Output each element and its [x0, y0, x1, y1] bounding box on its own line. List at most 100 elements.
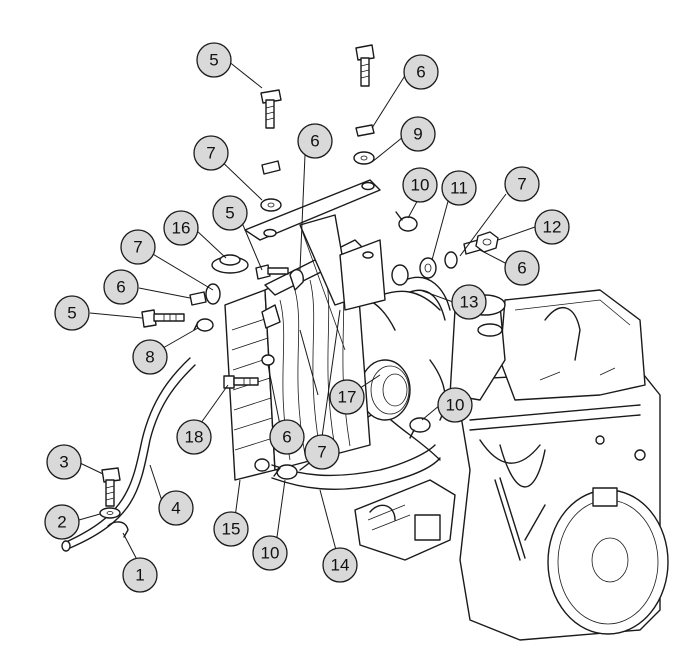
bolt-middle [255, 264, 304, 291]
callout-6-left: 6 [103, 269, 139, 305]
callout-circle [132, 339, 168, 375]
callout-7-bottom: 7 [304, 434, 340, 470]
callout-circle [534, 209, 570, 245]
callout-circle [322, 547, 358, 583]
callout-number: 4 [171, 499, 180, 518]
radiator-bracket [244, 179, 386, 351]
callout-circle [212, 195, 248, 231]
callout-number: 5 [67, 304, 76, 323]
callout-5-left: 5 [54, 295, 90, 331]
callout-number: 13 [460, 293, 479, 312]
washer-2 [99, 507, 121, 519]
callout-number: 11 [450, 179, 468, 198]
callout-10-right: 10 [437, 387, 473, 423]
callout-16: 16 [163, 210, 199, 246]
callout-circle [176, 419, 212, 455]
callout-circle [120, 229, 156, 265]
callout-circle [163, 210, 199, 246]
callout-number: 10 [261, 544, 280, 563]
callout-5-top: 5 [196, 42, 232, 78]
callout-6-right: 6 [504, 250, 540, 286]
callout-number: 17 [338, 388, 357, 407]
callout-circle [504, 250, 540, 286]
callout-6-top-right: 6 [403, 54, 439, 90]
callout-number: 16 [172, 219, 191, 238]
callout-number: 5 [225, 204, 234, 223]
callout-circle [158, 490, 194, 526]
flat-washer-left [205, 283, 221, 305]
lock-washer-top-left [261, 160, 281, 175]
clip-1 [107, 521, 129, 538]
callout-number: 7 [517, 175, 526, 194]
callout-number: 3 [59, 453, 68, 472]
bolt-3 [101, 467, 121, 507]
callout-number: 1 [135, 566, 144, 585]
callout-17: 17 [329, 379, 365, 415]
starter-motor [354, 479, 456, 561]
callout-circle [403, 54, 439, 90]
bolt-top-right [355, 44, 375, 87]
upper-radiator-hose [391, 264, 451, 321]
bolt-left [141, 309, 185, 328]
callout-6-top-center: 6 [297, 123, 333, 159]
callout-7-top: 7 [193, 135, 229, 171]
callout-15: 15 [213, 511, 249, 547]
callout-number: 18 [185, 428, 204, 447]
callout-number: 8 [145, 348, 154, 367]
callout-number: 15 [222, 520, 241, 539]
bolt-18 [223, 375, 259, 389]
hose-clamp-right [409, 417, 431, 439]
callout-circle [400, 116, 436, 152]
callout-number: 6 [310, 132, 319, 151]
callout-1: 1 [122, 557, 158, 593]
callout-5-middle: 5 [212, 195, 248, 231]
callout-circle [504, 166, 540, 202]
spacer-11 [419, 257, 437, 279]
callout-number: 6 [116, 278, 125, 297]
engine-block [449, 289, 669, 641]
lock-washer-left [189, 291, 207, 306]
washer-7-right [444, 251, 458, 269]
hose-clamp-upper [395, 211, 418, 232]
leader-lines [78, 60, 536, 576]
callout-circle [196, 42, 232, 78]
callout-number: 7 [133, 238, 142, 257]
callout-3: 3 [46, 444, 82, 480]
callout-number: 6 [416, 63, 425, 82]
callout-circle [193, 135, 229, 171]
callout-10-bottom: 10 [252, 535, 288, 571]
hose-clamp-8 [193, 318, 214, 332]
callout-circle [103, 269, 139, 305]
callout-number: 14 [331, 556, 350, 575]
callout-circle [122, 557, 158, 593]
callout-7-right: 7 [504, 166, 540, 202]
callout-10-top: 10 [402, 167, 438, 203]
callout-number: 7 [317, 443, 326, 462]
callout-9: 9 [400, 116, 436, 152]
water-pump-pulley [359, 359, 411, 421]
flat-washer-top-right [353, 151, 375, 165]
callout-circle [304, 434, 340, 470]
callouts: 1 2 3 4 5 5 5 6 6 6 6 6 7 7 7 7 8 9 10 1… [44, 42, 570, 593]
callout-circle [451, 284, 487, 320]
callout-number: 9 [413, 125, 422, 144]
callout-number: 12 [543, 218, 562, 237]
callout-number: 2 [57, 513, 66, 532]
callout-number: 5 [209, 51, 218, 70]
callout-18: 18 [176, 419, 212, 455]
callout-circle [402, 167, 438, 203]
callout-2: 2 [44, 504, 80, 540]
callout-number: 7 [206, 144, 215, 163]
callout-circle [441, 170, 477, 206]
callout-6-bottom: 6 [269, 419, 305, 455]
callout-circle [46, 444, 82, 480]
callout-circle [297, 123, 333, 159]
radiator-cap [211, 254, 249, 274]
flat-washer-top-left [260, 198, 282, 212]
callout-circle [269, 419, 305, 455]
nut-12 [475, 231, 499, 253]
callout-13: 13 [451, 284, 487, 320]
callout-circle [54, 295, 90, 331]
hose-clamp-bottom [273, 464, 298, 480]
